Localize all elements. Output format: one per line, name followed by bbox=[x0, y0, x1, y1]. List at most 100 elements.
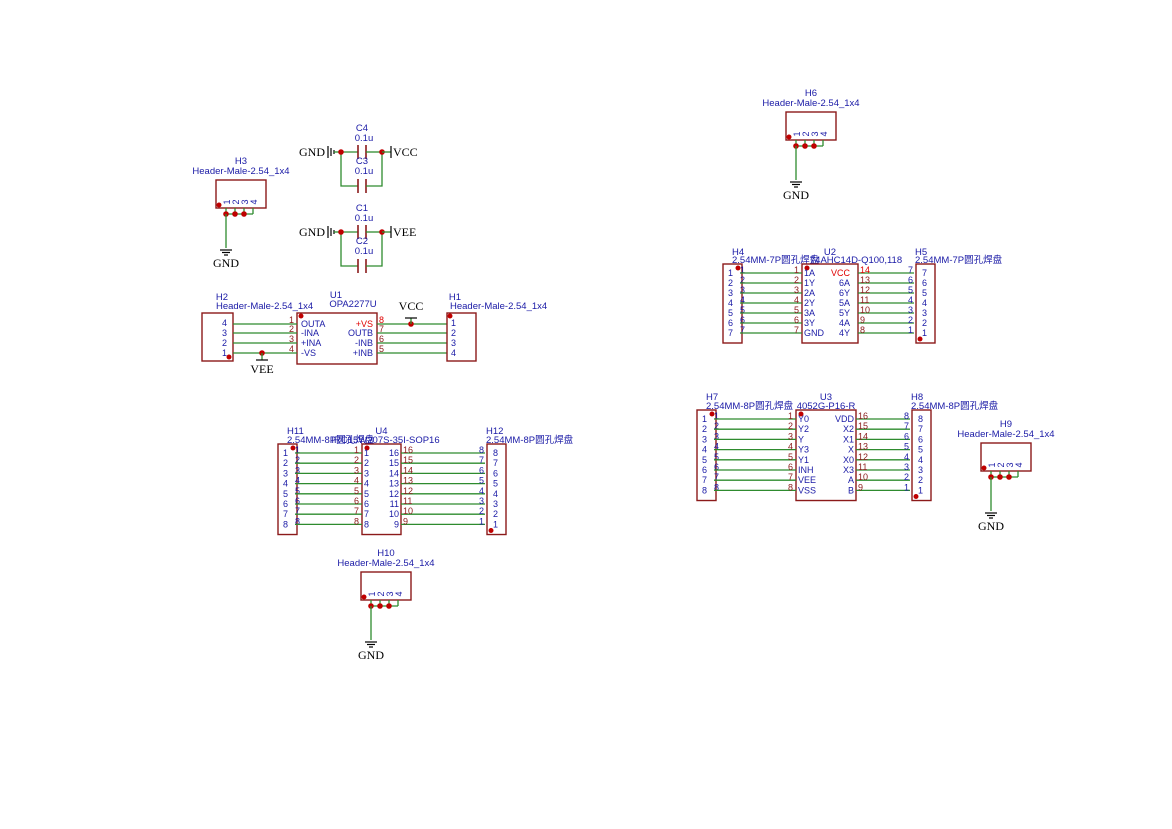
pin-number: 2 bbox=[354, 455, 359, 465]
pin-number: 4 bbox=[904, 452, 909, 462]
pin-number: 4 bbox=[728, 298, 733, 308]
header-value: Header-Male-2.54_1x4 bbox=[216, 301, 313, 312]
pin-number: 8 bbox=[479, 445, 484, 455]
pin-number: 8 bbox=[788, 482, 793, 492]
pin-number: 5 bbox=[493, 479, 498, 489]
ground-label: GND bbox=[978, 519, 1004, 533]
pin-number: 1 bbox=[714, 411, 719, 421]
pin-number: 11 bbox=[858, 462, 867, 472]
junction-dot bbox=[377, 603, 383, 609]
pin-number: 3 bbox=[908, 305, 913, 315]
pin-name: 6 bbox=[364, 499, 369, 509]
header-body bbox=[360, 571, 412, 601]
pin-number: 6 bbox=[904, 431, 909, 441]
capacitor-value: 0.1u bbox=[355, 246, 374, 257]
pin-name: VSS bbox=[798, 485, 816, 495]
pin-number: 5 bbox=[295, 486, 300, 496]
pin-number: 7 bbox=[714, 472, 719, 482]
junction-dot bbox=[1006, 474, 1012, 480]
pin-number: 1 bbox=[702, 414, 707, 424]
pin-number: 6 bbox=[728, 318, 733, 328]
ic-body bbox=[795, 409, 857, 502]
pin-number: 5 bbox=[794, 305, 799, 315]
pin-number: 5 bbox=[354, 486, 359, 496]
pin-number: 4 bbox=[354, 476, 359, 486]
pin-name: OUTB bbox=[348, 328, 373, 338]
pin-number: 4 bbox=[394, 591, 404, 596]
pin-name: -INA bbox=[301, 328, 319, 338]
header-value: Header-Male-2.54_1x4 bbox=[450, 301, 547, 312]
pin-number: 5 bbox=[904, 442, 909, 452]
pin-number: 3 bbox=[904, 462, 909, 472]
pin-number: 5 bbox=[479, 476, 484, 486]
header-ref: H6 bbox=[805, 88, 817, 99]
pin-number: 3 bbox=[283, 468, 288, 478]
pin-number: 6 bbox=[714, 462, 719, 472]
mcu-section: H112.54MM-8P圆孔焊盘H122.54MM-8P圆孔焊盘U4IRC15W… bbox=[277, 426, 574, 536]
pin-number: 6 bbox=[740, 315, 745, 325]
pin-name: 14 bbox=[389, 468, 399, 478]
pin-number: 2 bbox=[479, 506, 484, 516]
header-body bbox=[446, 312, 477, 362]
header-value: Header-Male-2.54_1x4 bbox=[957, 429, 1054, 440]
pin-number: 15 bbox=[403, 455, 413, 465]
pin-number: 6 bbox=[295, 496, 300, 506]
header-value: 2.54MM-8P圆孔焊盘 bbox=[911, 400, 999, 412]
pin-number: 2 bbox=[918, 475, 923, 485]
pin-number: 1 bbox=[788, 411, 793, 421]
junction-dot bbox=[338, 229, 344, 235]
pin-number: 8 bbox=[493, 448, 498, 458]
pin-number: 2 bbox=[289, 324, 294, 334]
pin-number: 14 bbox=[858, 431, 868, 441]
pin-number: 3 bbox=[740, 285, 745, 295]
junction-dot bbox=[997, 474, 1003, 480]
pin-number: 3 bbox=[702, 434, 707, 444]
pin-number: 7 bbox=[788, 472, 793, 482]
pin-name: Y bbox=[798, 434, 804, 444]
header-value: 2.54MM-7P圆孔焊盘 bbox=[915, 254, 1003, 266]
pin-number: 7 bbox=[918, 424, 923, 434]
pin-number: 9 bbox=[403, 516, 408, 526]
pin1-marker bbox=[361, 594, 367, 600]
pin1-marker bbox=[488, 528, 494, 534]
header-value: 2.54MM-8P圆孔焊盘 bbox=[706, 400, 794, 412]
pin-number: 2 bbox=[801, 131, 811, 136]
pin-number: 10 bbox=[403, 506, 413, 516]
ic-ref: U4 bbox=[375, 426, 387, 437]
pin-number: 8 bbox=[714, 482, 719, 492]
pin-number: 3 bbox=[354, 465, 359, 475]
header-value: Header-Male-2.54_1x4 bbox=[762, 98, 859, 109]
pin-number: 2 bbox=[794, 275, 799, 285]
pin-name: 4Y bbox=[839, 328, 850, 338]
pin-name: 11 bbox=[390, 499, 399, 509]
pin-name: X0 bbox=[843, 455, 854, 465]
pin-number: 6 bbox=[493, 468, 498, 478]
pin-name: 2 bbox=[364, 458, 369, 468]
pin-name: 5A bbox=[839, 298, 850, 308]
pin-name: 16 bbox=[389, 448, 399, 458]
pin-name: Y0 bbox=[798, 414, 809, 424]
pin-number: 9 bbox=[858, 482, 863, 492]
pin-number: 12 bbox=[403, 486, 413, 496]
wire bbox=[340, 232, 358, 267]
ground-label: GND bbox=[783, 188, 809, 202]
header-value: 2.54MM-8P圆孔焊盘 bbox=[486, 434, 574, 446]
pin-number: 5 bbox=[922, 288, 927, 298]
pin-number: 2 bbox=[788, 421, 793, 431]
pin-number: 10 bbox=[858, 472, 868, 482]
capacitor-ref: C1 bbox=[356, 203, 368, 214]
junction-dot bbox=[811, 143, 817, 149]
pin-number: 6 bbox=[794, 315, 799, 325]
ic-ref: U3 bbox=[820, 392, 832, 403]
ic-value: 4052G-P16-R bbox=[797, 401, 856, 412]
ground-label: GND bbox=[213, 256, 239, 270]
pin-number: 6 bbox=[908, 275, 913, 285]
ic-ref: U1 bbox=[330, 290, 342, 301]
inverter-section: H42.54MM-7P圆孔焊盘H52.54MM-7P圆孔焊盘U274AHC14D… bbox=[722, 247, 1003, 344]
pin-number: 2 bbox=[740, 275, 745, 285]
pin-number: 7 bbox=[794, 325, 799, 335]
pin-number: 7 bbox=[493, 458, 498, 468]
pin-number: 5 bbox=[714, 452, 719, 462]
